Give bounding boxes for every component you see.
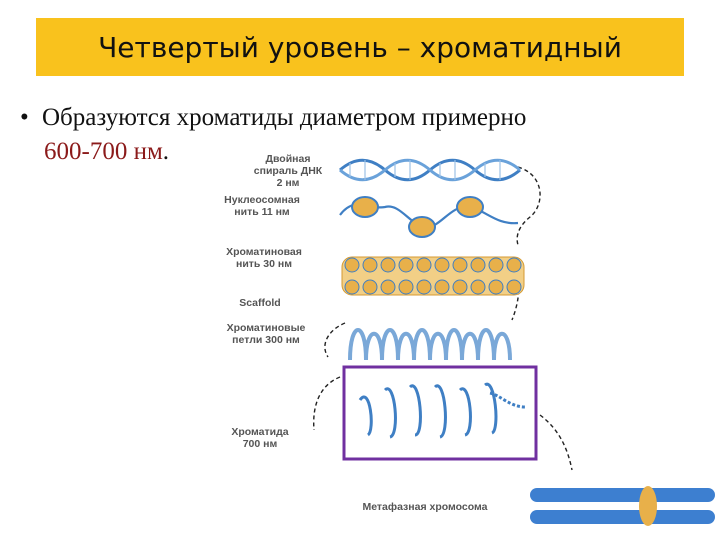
highlight-box [342, 365, 538, 461]
slide-title: Четвертый уровень – хроматидный [98, 30, 622, 64]
chromatin-fiber-30nm [341, 256, 525, 296]
label-dna-1: Двойная [266, 153, 311, 165]
diagram-labels: Двойная спираль ДНК 2 нм Нуклеосомная ни… [224, 153, 488, 513]
nucleosome-fiber [339, 196, 519, 238]
label-chromatid-2: 700 нм [243, 438, 278, 450]
bullet-text: Образуются хроматиды диаметром примерно [42, 104, 527, 131]
chromatin-loops-300nm [348, 328, 512, 361]
label-nuc-1: Нуклеосомная [224, 194, 300, 206]
metaphase-chromosome [530, 486, 715, 526]
label-nuc-2: нить 11 нм [234, 206, 290, 218]
title-bar: Четвертый уровень – хроматидный [36, 18, 684, 76]
chromatin-diagram: Двойная спираль ДНК 2 нм Нуклеосомная ни… [224, 153, 715, 526]
label-chromatid-1: Хроматида [231, 426, 288, 438]
label-loops-1: Хроматиновые [227, 322, 306, 334]
chromatid [358, 382, 526, 439]
label-dna-2: спираль ДНК [254, 165, 323, 177]
bullet-period: . [162, 138, 170, 165]
label-scaffold: Scaffold [239, 297, 280, 309]
label-chr-2: нить 30 нм [236, 258, 292, 270]
label-chr-1: Хроматиновая [226, 246, 302, 258]
dashed-connectors [313, 166, 573, 471]
diameter-value: 600-700 нм [44, 138, 163, 165]
label-loops-2: петли 300 нм [232, 334, 300, 346]
bullet-line-1: • Образуются хроматиды диаметром примерно [20, 104, 710, 132]
label-dna-3: 2 нм [277, 177, 300, 189]
label-metaphase: Метафазная хромосома [362, 501, 487, 513]
bullet-line-2: 600-700 нм. [44, 138, 169, 166]
dna-double-helix [339, 158, 521, 182]
bullet-dot: • [20, 104, 29, 131]
